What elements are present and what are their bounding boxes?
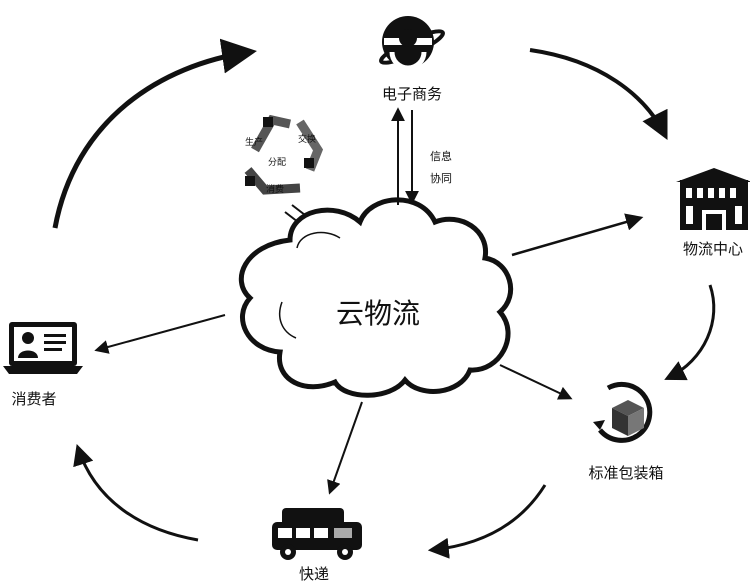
ecommerce-label: 电子商务	[381, 85, 443, 103]
arrow-cloud-to-packaging	[499, 364, 573, 400]
arc-ecommerce-to-logistics	[529, 48, 668, 141]
logistics-center-label: 物流中心	[682, 240, 744, 258]
truck-icon	[272, 508, 362, 560]
arrow-cloud-to-logistics	[511, 213, 644, 257]
express-label: 快递	[298, 565, 330, 583]
cycle-exchange: 交换	[298, 135, 317, 145]
info-sync-line2: 协同	[430, 172, 452, 185]
consumer-label: 消费者	[11, 390, 57, 408]
laptop-consumer-icon	[3, 322, 83, 374]
cycle-produce: 生产	[245, 138, 264, 148]
arc-logistics-to-packaging	[664, 284, 716, 381]
warehouse-icon	[676, 168, 750, 230]
arc-consumer-to-ecommerce	[52, 38, 257, 229]
arc-packaging-to-express	[427, 484, 547, 559]
arc-express-to-consumer	[73, 444, 199, 542]
package-box-icon	[593, 381, 653, 443]
packaging-label: 标准包装箱	[588, 464, 664, 482]
cycle-consume: 消费	[266, 185, 285, 195]
production-cycle-icon	[244, 114, 324, 223]
cycle-distribute: 分配	[268, 158, 287, 168]
center-label: 云物流	[335, 297, 421, 330]
ecommerce-icon	[379, 16, 445, 71]
arrow-cloud-to-express	[327, 401, 363, 495]
info-sync-line1: 信息	[430, 150, 452, 163]
arrow-cloud-to-consumer	[94, 314, 226, 354]
